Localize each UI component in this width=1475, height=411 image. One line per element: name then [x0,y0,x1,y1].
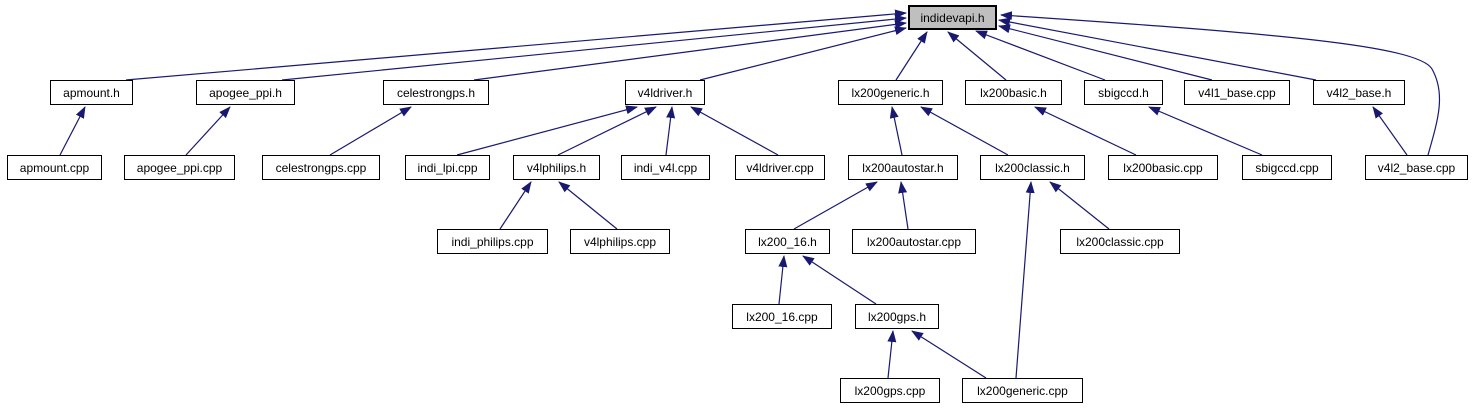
edge-lx200gps_cpp-to-lx200gps_h [887,330,897,379]
edge-indi_v4l_cpp-to-v4ldriver_h [665,106,676,156]
graph-node-v4l2_base_h[interactable]: v4l2_base.h [1313,80,1405,105]
edge-v4l2_base_cpp-to-indidevapi_h [1000,11,1441,156]
edge-apogee_ppi_h-to-indidevapi_h [281,14,907,81]
graph-node-celestrongps_h[interactable]: celestrongps.h [383,80,489,105]
graph-node-v4l1_base_cpp[interactable]: v4l1_base.cpp [1184,80,1290,105]
edge-v4l1_base_cpp-to-indidevapi_h [998,24,1213,81]
edge-lx200autostar_cpp-to-lx200autostar_h [898,181,909,230]
graph-node-lx200basic_h[interactable]: lx200basic.h [965,80,1062,105]
edge-lx200classic_cpp-to-lx200classic_h [1049,181,1110,230]
edge-indi_lpi_cpp-to-v4ldriver_h [456,105,638,156]
graph-node-indi_lpi_cpp[interactable]: indi_lpi.cpp [405,155,490,180]
graph-node-lx200generic_h[interactable]: lx200generic.h [838,80,943,105]
edge-lx200generic_cpp-to-lx200classic_h [1015,181,1035,379]
edge-v4lphilips_cpp-to-v4lphilips_h [558,181,618,230]
edge-lx200classic_h-to-lx200generic_h [920,106,1009,156]
graph-node-lx200autostar_h[interactable]: lx200autostar.h [848,155,958,180]
edge-v4l2_base_cpp-to-v4l2_base_h [1372,106,1408,156]
graph-node-lx200_16_h[interactable]: lx200_16.h [745,229,830,254]
edge-lx200gps_h-to-lx200_16_h [802,255,877,305]
graph-node-celestrongps_cpp[interactable]: celestrongps.cpp [262,155,380,180]
graph-node-apmount_h[interactable]: apmount.h [50,80,133,105]
edge-indi_philips_cpp-to-v4lphilips_h [499,181,532,230]
edge-v4ldriver_cpp-to-v4ldriver_h [690,106,779,156]
edge-apmount_cpp-to-apmount_h [59,106,86,156]
graph-node-lx200autostar_cpp[interactable]: lx200autostar.cpp [852,229,976,254]
edge-sbigccd_h-to-indidevapi_h [975,30,1106,81]
edge-v4ldriver_h-to-indidevapi_h [699,26,907,81]
graph-node-lx200classic_h[interactable]: lx200classic.h [980,155,1085,180]
graph-node-indidevapi_h[interactable]: indidevapi.h [908,5,997,30]
graph-node-v4l2_base_cpp[interactable]: v4l2_base.cpp [1365,155,1468,180]
edge-v4lphilips_h-to-v4ldriver_h [557,106,657,156]
edge-lx200_16_h-to-lx200autostar_h [793,181,878,230]
edge-apogee_ppi_cpp-to-apogee_ppi_h [185,106,231,156]
graph-node-lx200basic_cpp[interactable]: lx200basic.cpp [1108,155,1218,180]
graph-node-indi_v4l_cpp[interactable]: indi_v4l.cpp [621,155,710,180]
edge-v4l2_base_h-to-indidevapi_h [998,17,1317,81]
graph-node-v4ldriver_h[interactable]: v4ldriver.h [625,80,705,105]
graph-node-apogee_ppi_cpp[interactable]: apogee_ppi.cpp [124,155,235,180]
edge-apmount_h-to-indidevapi_h [125,9,907,81]
edge-celestrongps_cpp-to-celestrongps_h [329,106,412,156]
graph-node-lx200gps_cpp[interactable]: lx200gps.cpp [840,378,940,403]
graph-node-apmount_cpp[interactable]: apmount.cpp [7,155,102,180]
graph-node-v4lphilips_h[interactable]: v4lphilips.h [513,155,600,180]
edge-lx200generic_h-to-indidevapi_h [895,31,928,81]
edge-lx200autostar_h-to-lx200generic_h [889,106,903,156]
edge-lx200basic_h-to-indidevapi_h [947,31,1007,81]
graph-node-sbigccd_cpp[interactable]: sbigccd.cpp [1242,155,1332,180]
graph-node-lx200classic_cpp[interactable]: lx200classic.cpp [1060,229,1180,254]
graph-node-apogee_ppi_h[interactable]: apogee_ppi.h [196,80,295,105]
graph-node-sbigccd_h[interactable]: sbigccd.h [1084,80,1163,105]
graph-node-v4lphilips_cpp[interactable]: v4lphilips.cpp [570,229,670,254]
graph-node-lx200generic_cpp[interactable]: lx200generic.cpp [962,378,1083,403]
graph-node-lx200gps_h[interactable]: lx200gps.h [855,304,939,329]
graph-node-lx200_16_cpp[interactable]: lx200_16.cpp [732,304,832,329]
edge-lx200basic_cpp-to-lx200basic_h [1034,106,1137,156]
edge-celestrongps_h-to-indidevapi_h [473,19,907,81]
edge-lx200_16_cpp-to-lx200_16_h [778,255,788,305]
edge-lx200generic_cpp-to-lx200gps_h [911,330,987,379]
graph-node-v4ldriver_cpp[interactable]: v4ldriver.cpp [735,155,825,180]
graph-node-indi_philips_cpp[interactable]: indi_philips.cpp [437,229,548,254]
edge-sbigccd_cpp-to-sbigccd_h [1148,106,1263,156]
